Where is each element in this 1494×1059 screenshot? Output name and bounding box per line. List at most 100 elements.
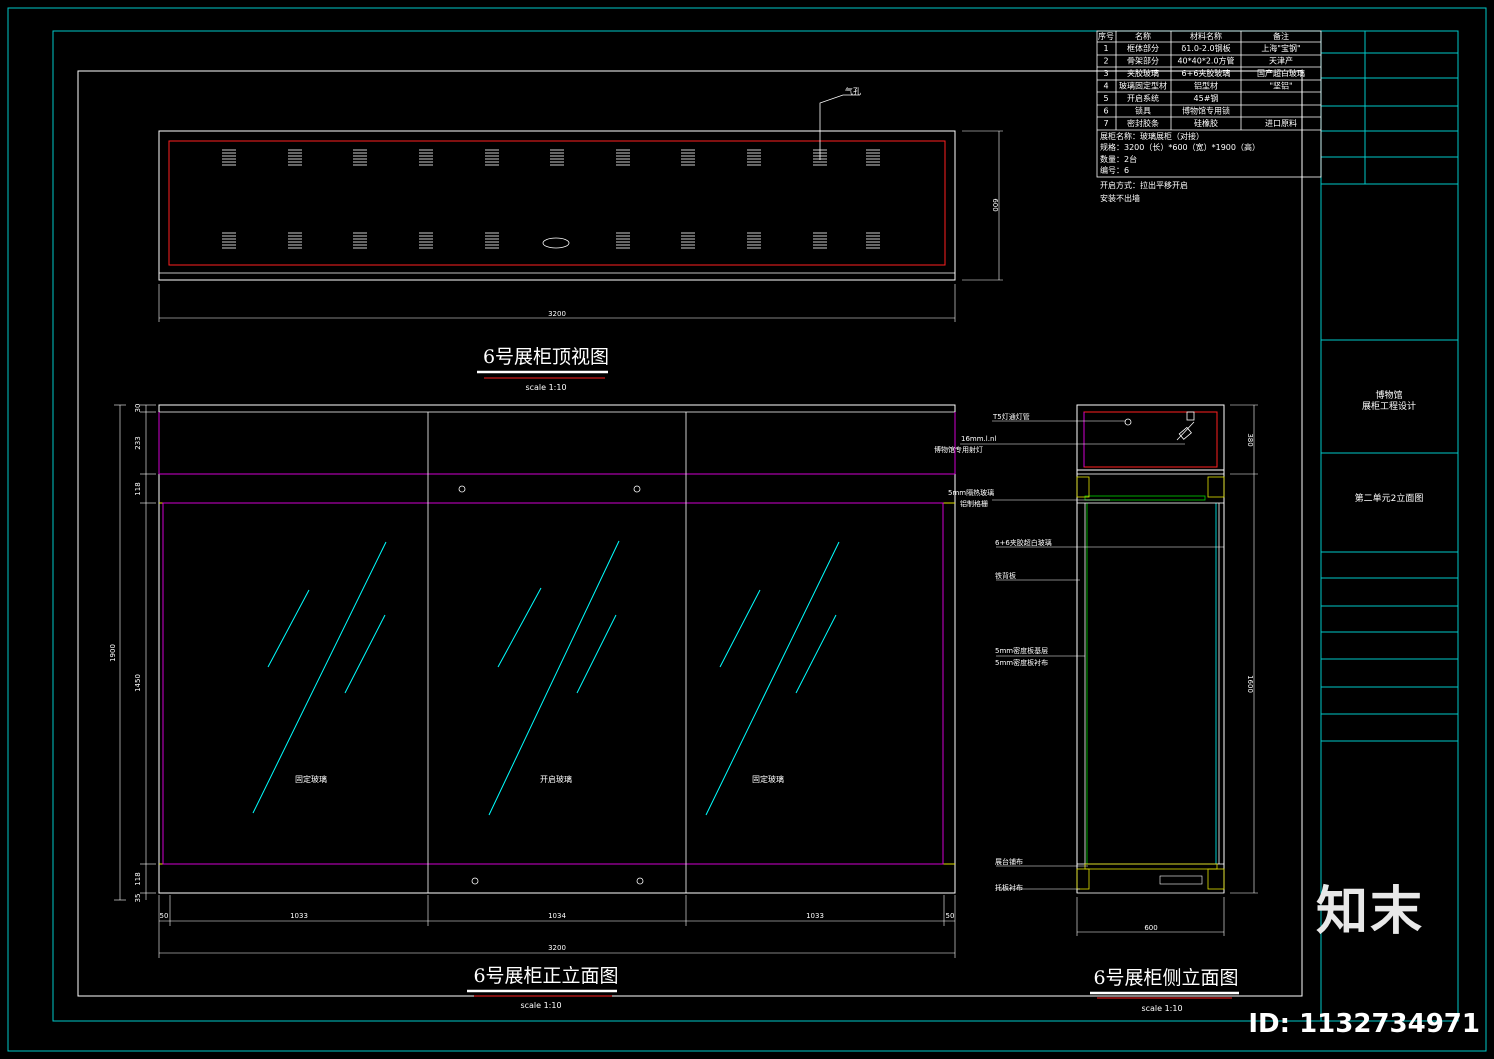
- callout-spotlight: 博物馆专用射灯: [934, 445, 983, 454]
- outer-border: [7, 7, 1487, 1052]
- table-notes: 展柜名称：玻璃展柜（对接）规格：3200（长）*600（宽）*1900（高） 数量…: [1100, 131, 1260, 203]
- front-dim-h3: 1034: [548, 912, 566, 920]
- front-dim-height: 1900: [109, 644, 117, 662]
- vent-slot: [866, 149, 880, 166]
- watermark-id: ID: 1132734971: [1248, 1009, 1480, 1039]
- table-cell: 夹胶玻璃: [1127, 68, 1159, 78]
- top-view-outline: [158, 130, 956, 281]
- top-view-inner-red: [168, 140, 946, 266]
- front-dim-h1: 50: [160, 912, 169, 920]
- table-cell: 博物馆专用锁: [1182, 106, 1230, 116]
- table-cell: 国产超白玻璃: [1257, 68, 1305, 78]
- vent-slot: [485, 149, 499, 166]
- top-view: 气孔 3200 600 6号展柜顶视图 scale 1:10: [158, 86, 1003, 392]
- table-note: 规格：3200（长）*600（宽）*1900（高）: [1100, 142, 1260, 152]
- vent-slot: [747, 232, 761, 249]
- table-cell: 硅橡胶: [1194, 118, 1218, 128]
- center-vent-hole: [542, 237, 570, 249]
- side-view-scale: scale 1:10: [1141, 1004, 1182, 1013]
- table-cell: 3: [1103, 69, 1108, 78]
- vent-slots: [222, 149, 880, 249]
- side-dim-top: 380: [1246, 433, 1254, 446]
- table-cell: 6+6夹胶玻璃: [1182, 68, 1231, 78]
- table-rows: 1 框体部分 δ1.0-2.0钢板 上海"宝钢" 2 骨架部分 40*40*2.0方管 天津产…: [1103, 43, 1305, 128]
- vent-slot: [419, 232, 433, 249]
- callout-t5-lamp: T5灯通灯管: [992, 412, 1030, 421]
- top-view-scale: scale 1:10: [525, 383, 566, 392]
- front-dim-v2: 233: [134, 436, 142, 449]
- vent-slot: [353, 232, 367, 249]
- vent-slot: [747, 149, 761, 166]
- callout-laminated-glass: 6+6夹胶超白玻璃: [995, 538, 1052, 547]
- vent-label: 气孔: [845, 86, 861, 96]
- table-cell: 40*40*2.0方管: [1177, 56, 1234, 66]
- table-cell: 上海"宝钢": [1261, 43, 1300, 53]
- table-header-no: 序号: [1098, 31, 1114, 41]
- side-view-title: 6号展柜侧立面图: [1093, 967, 1238, 989]
- side-dim-width: 600: [1144, 924, 1157, 932]
- glass-reflection-lines: [252, 540, 840, 816]
- table-header-name: 名称: [1135, 31, 1151, 41]
- table-cell: 5: [1103, 94, 1108, 103]
- table-cell: 45#钢: [1194, 93, 1219, 103]
- callout-mdf-cloth: 5mm密度板衬布: [995, 658, 1048, 667]
- table-note: 编号：6: [1100, 165, 1129, 175]
- table-cell: 框体部分: [1127, 43, 1159, 53]
- front-dim-h5: 50: [946, 912, 955, 920]
- watermark-brand: 知末: [1315, 882, 1424, 942]
- side-dim-height: 1600: [1246, 675, 1254, 693]
- top-dim-length: 3200: [548, 310, 566, 318]
- front-view-outline: [158, 404, 956, 894]
- table-cell: "坚铝": [1269, 81, 1292, 91]
- vent-leader: [819, 94, 860, 160]
- table-note: 数量：2台: [1100, 154, 1137, 164]
- table-cell: 骨架部分: [1127, 56, 1159, 66]
- material-table: 序号 名称 材料名称 备注 1 框体部分 δ1.0-2.0钢板 上海"宝钢" 2 骨架部分…: [1096, 30, 1322, 203]
- table-cell: 6: [1103, 107, 1108, 116]
- vent-slot: [353, 149, 367, 166]
- vent-slot: [866, 232, 880, 249]
- glass-label-center: 开启玻璃: [540, 774, 572, 784]
- table-cell: 2: [1103, 57, 1108, 66]
- top-dim-depth: 600: [991, 198, 999, 211]
- callout-grille: 铝制格栅: [960, 499, 988, 508]
- table-header-material: 材料名称: [1190, 31, 1222, 41]
- callout-16mm: 16mm.l.nl: [961, 435, 996, 443]
- front-dim-h2: 1033: [290, 912, 308, 920]
- table-cell: 铝型材: [1194, 81, 1218, 91]
- table-note: 开启方式：拉出平移开启: [1100, 180, 1188, 190]
- table-header-note: 备注: [1273, 31, 1289, 41]
- table-cell: 开启系统: [1127, 93, 1159, 103]
- table-cell: 锁具: [1135, 106, 1151, 116]
- vent-slot: [485, 232, 499, 249]
- vent-slot: [681, 232, 695, 249]
- table-cell: 天津产: [1269, 56, 1293, 66]
- front-dim-v5: 118: [134, 872, 142, 885]
- vent-slot: [616, 232, 630, 249]
- vent-slot: [288, 232, 302, 249]
- callout-insulated-glass: 5mm隔热玻璃: [948, 488, 994, 497]
- front-view-scale: scale 1:10: [520, 1001, 561, 1010]
- table-cell: 1: [1103, 44, 1108, 53]
- front-view: 固定玻璃 开启玻璃 固定玻璃 30 233 118 1450 118 35 19…: [109, 404, 956, 1010]
- front-dim-length: 3200: [548, 944, 566, 952]
- front-view-title: 6号展柜正立面图: [473, 965, 618, 987]
- vent-slot: [419, 149, 433, 166]
- table-note: 展柜名称：玻璃展柜（对接）: [1100, 131, 1204, 141]
- side-view: T5灯通灯管 16mm.l.nl 博物馆专用射灯 5mm隔热玻璃 铝制格栅 6+…: [934, 404, 1258, 1013]
- title-block: [1320, 31, 1458, 1021]
- side-top-box: [1076, 404, 1225, 471]
- table-cell: 玻璃固定型材: [1119, 81, 1167, 91]
- front-dim-v3: 118: [134, 482, 142, 495]
- callout-mdf-base: 5mm密度板基层: [995, 646, 1048, 655]
- table-cell: 4: [1103, 82, 1108, 91]
- table-cell: δ1.0-2.0钢板: [1181, 43, 1230, 53]
- top-view-title: 6号展柜顶视图: [483, 346, 609, 368]
- vent-slot: [222, 232, 236, 249]
- vent-slot: [288, 149, 302, 166]
- front-dim-v1: 30: [134, 404, 142, 413]
- plot-border: [77, 70, 1303, 997]
- table-note: 安装不出墙: [1100, 193, 1140, 203]
- callout-tray-cloth: 托板衬布: [995, 883, 1023, 892]
- sheet-name: 第二单元2立面图: [1355, 492, 1424, 504]
